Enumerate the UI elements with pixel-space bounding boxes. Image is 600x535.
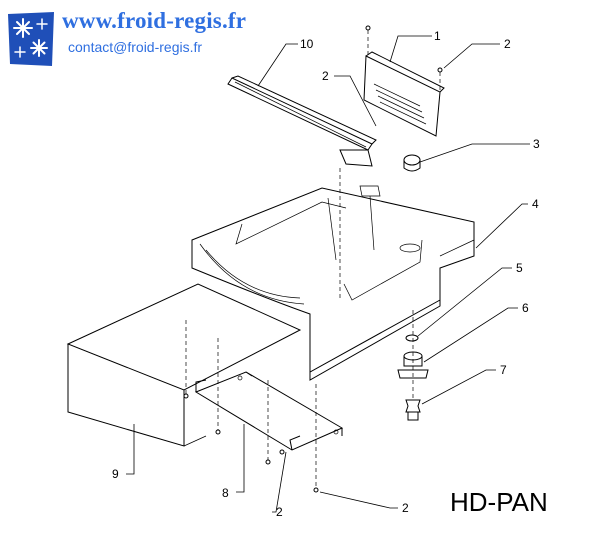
site-url[interactable]: www.froid-regis.fr (62, 8, 247, 33)
callout-1: 1 (434, 29, 441, 43)
screw-bottom-b (265, 459, 271, 465)
part-7-hose-barb (405, 399, 421, 421)
screw-bottom-c (279, 449, 285, 455)
callout-2c: 2 (276, 505, 283, 519)
callout-8: 8 (222, 486, 229, 500)
part-8-mount-plate (194, 371, 344, 451)
callout-5: 5 (516, 261, 523, 275)
callout-9: 9 (112, 467, 119, 481)
diagram-title: HD-PAN (450, 487, 548, 517)
screw-bottom-a (215, 429, 221, 435)
callout-3: 3 (533, 137, 540, 151)
callout-2d: 2 (402, 501, 409, 515)
part-1-bracket (363, 30, 445, 137)
part-5-washer (405, 334, 419, 342)
callout-2a: 2 (504, 37, 511, 51)
callout-7: 7 (500, 363, 507, 377)
callout-2b: 2 (322, 69, 329, 83)
screw-top (365, 25, 371, 31)
callout-6: 6 (522, 301, 529, 315)
contact-email[interactable]: contact@froid-regis.fr (68, 39, 203, 55)
snowflake-logo-icon (6, 10, 56, 68)
leader-lines (126, 35, 530, 513)
part-9-cover (66, 283, 302, 447)
screw-left (183, 393, 189, 399)
screw-right (437, 67, 443, 73)
part-3-cap (403, 154, 421, 172)
part-4-drain-pan (191, 185, 475, 381)
callout-4: 4 (532, 197, 539, 211)
callout-10: 10 (300, 37, 314, 51)
screw-bottom-d (313, 487, 319, 493)
part-10-rail (227, 75, 377, 167)
